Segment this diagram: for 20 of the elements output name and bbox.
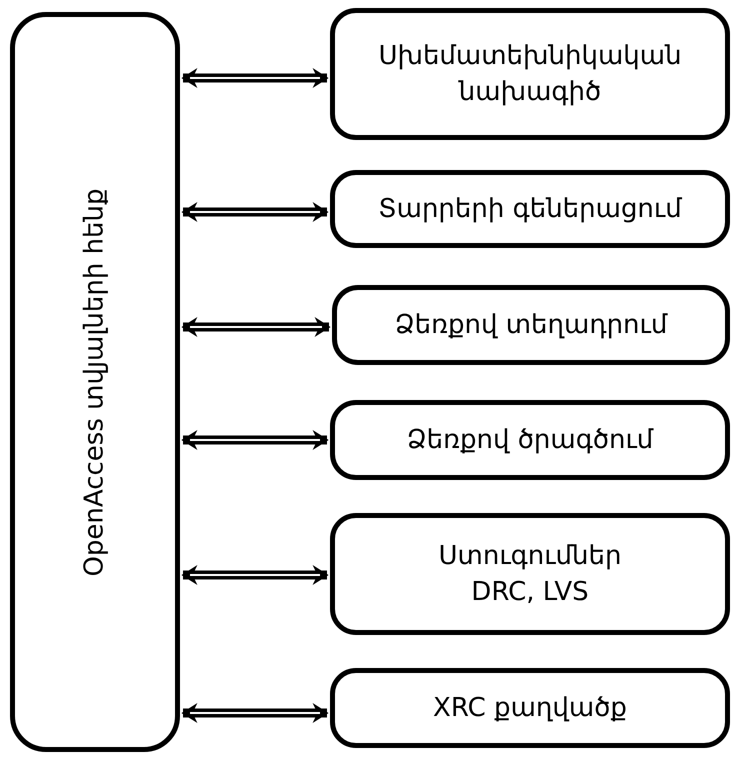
double-arrow bbox=[181, 70, 329, 86]
process-box bbox=[330, 513, 730, 635]
process-box bbox=[330, 400, 730, 480]
process-box bbox=[330, 8, 730, 140]
double-arrow bbox=[181, 567, 329, 583]
double-arrow bbox=[181, 432, 329, 448]
double-arrow bbox=[181, 204, 329, 220]
double-arrow bbox=[181, 705, 329, 721]
box-label: Տարրերի գեներացում bbox=[378, 192, 682, 226]
box-label: Սխեմատեխնիկական նախագիծ bbox=[377, 40, 683, 109]
box-label: XRC քաղվածք bbox=[433, 692, 627, 725]
process-box bbox=[330, 668, 730, 748]
box-label: Ձեռքով տեղադրում bbox=[394, 308, 668, 342]
box-label: Ձեռքով ծրագծում bbox=[406, 424, 654, 457]
box-label: OpenAccess տվյալների հենք bbox=[78, 188, 110, 576]
box-label: Ստուգումներ DRC, LVS bbox=[438, 540, 622, 609]
process-box bbox=[332, 285, 730, 365]
database-box bbox=[10, 12, 180, 752]
double-arrow bbox=[181, 319, 331, 335]
process-box bbox=[330, 170, 730, 248]
